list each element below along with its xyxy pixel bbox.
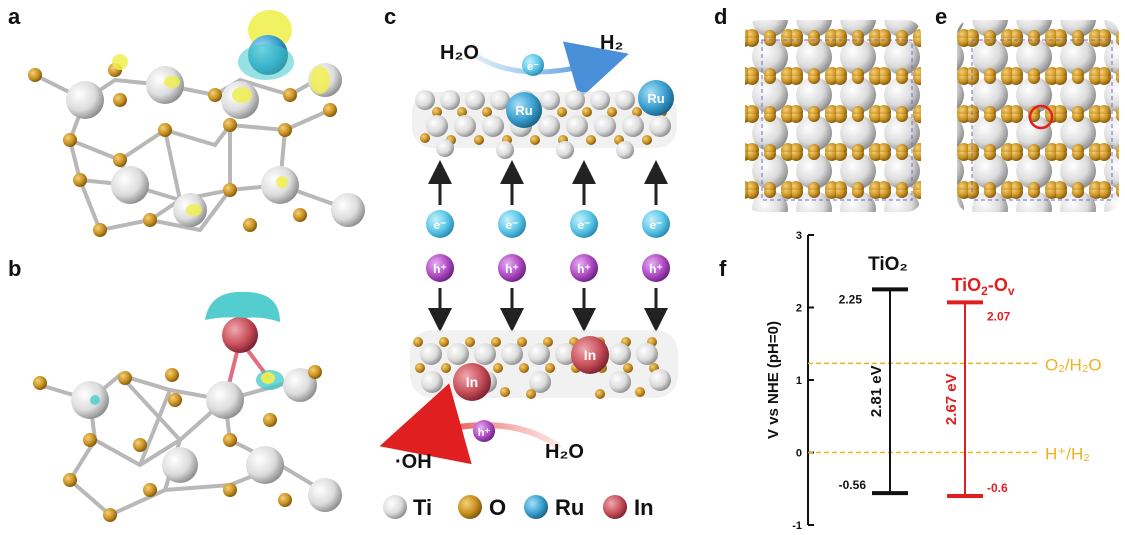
legend-ru-swatch [524,495,548,519]
reference-level-label: O₂/H₂O [1045,355,1102,374]
top-right-species: H₂ [600,32,623,54]
electron-label: e⁻ [577,218,590,232]
panel-a-structure [28,10,365,237]
charge-carriers [426,160,670,332]
panel-letter-b: b [8,256,22,281]
in-atom-right [571,336,609,374]
hole-transfer-arrow [379,383,562,465]
in-atom [222,317,258,353]
panel-f-chart: 3 2 1 0 -1 V vs NHE (pH=0) O₂/H₂O H⁺/H₂ 2.25 -… [765,230,1102,532]
panel-d-surface [745,20,921,212]
top-electron [522,54,544,76]
legend-ti-swatch [383,495,407,519]
vb-value-label: 2.07 [987,309,1011,323]
isosurface-cyan [205,291,280,322]
top-carrier-label: e⁻ [527,61,539,73]
cb-value-label: -0.56 [839,478,867,492]
top-slab [412,80,677,159]
ru-label-left: Ru [515,103,532,118]
bottom-carrier-label: h⁺ [478,427,491,439]
panel-letter-d: d [714,4,728,29]
legend-o-swatch [458,495,482,519]
electron-label: e⁻ [433,218,446,232]
ru-atom-left [506,92,542,128]
bottom-hole [473,420,495,442]
ru-atom-right [638,80,674,116]
y-axis-label: V vs NHE (pH=0) [765,321,782,439]
y-tick-label: 3 [796,230,802,242]
legend-in-swatch [603,495,627,519]
y-tick-label: -1 [792,520,802,532]
legend-in-label: In [634,495,654,520]
series-tio2-title: TiO₂ [868,254,908,275]
hole-label: h⁺ [433,262,447,276]
cb-value-label: -0.6 [987,481,1008,495]
panel-letter-c: c [384,4,397,29]
bottom-left-species: ·OH [395,451,432,473]
hole-label: h⁺ [649,262,663,276]
panel-c-scheme [379,41,678,465]
top-left-species: H₂O [440,42,479,64]
bottom-slab [410,330,678,401]
electron-label: e⁻ [649,218,662,232]
oxygen-vacancy-marker [1028,104,1054,130]
y-tick-label: 1 [796,375,802,387]
ru-label-right: Ru [647,91,664,106]
isosurface-cyan [238,44,294,80]
hole-label: h⁺ [577,262,591,276]
panel-e-surface [957,20,1119,212]
panel-c-labels: H₂O H₂ e⁻ Ru Ru e⁻ e⁻ e⁻ e⁻ h⁺ h⁺ h⁺ h⁺ … [395,32,665,473]
bottom-right-species: H₂O [545,441,584,463]
panel-letter-a: a [8,4,21,29]
vb-value-label: 2.25 [839,292,863,306]
reference-level-label: H⁺/H₂ [1045,445,1090,464]
legend-ti-label: Ti [413,495,432,520]
in-label-left: In [466,374,478,390]
legend-ru-label: Ru [555,495,584,520]
y-tick-label: 0 [796,448,802,460]
band-gap-label: 2.81 eV [868,365,885,417]
electron-label: e⁻ [505,218,518,232]
panel-letter-e: e [935,4,948,29]
in-label-right: In [584,347,596,363]
legend-o-label: O [489,495,506,520]
hole-label: h⁺ [505,262,519,276]
series-tio2-ov-title: TiO2-Ov [951,275,1014,298]
panel-b-structure [33,291,342,522]
band-gap-label: 2.67 eV [943,373,960,425]
y-tick-label: 2 [796,303,802,315]
panel-letter-f: f [719,256,727,281]
legend: Ti O Ru In [383,495,654,520]
